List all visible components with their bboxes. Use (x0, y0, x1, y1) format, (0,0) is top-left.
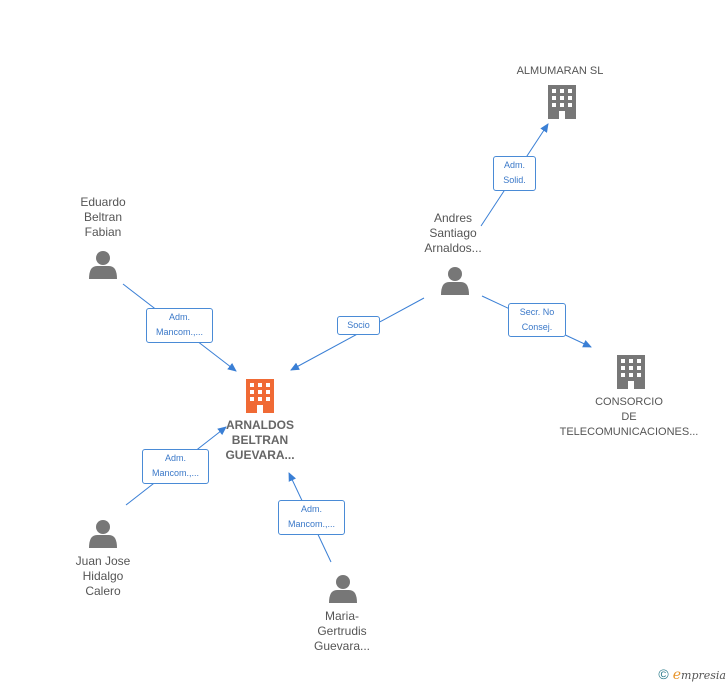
maria-label[interactable]: Maria- Gertrudis Guevara... (313, 609, 371, 653)
brand-name: mpresia (681, 669, 726, 682)
brand-watermark: ©empresia (658, 666, 726, 683)
copyright-symbol: © (658, 666, 669, 682)
edge-label-eduardo-center: Adm. Mancom.,... (146, 308, 213, 343)
building-icon[interactable] (548, 85, 576, 119)
edge-label-maria-center: Adm. Mancom.,... (278, 500, 345, 535)
person-icon[interactable] (89, 251, 117, 279)
andres-label[interactable]: Andres Santiago Arnaldos... (424, 211, 482, 255)
edge-label-andres-consorcio: Secr. No Consej. (508, 303, 566, 337)
brand-initial: e (672, 667, 682, 683)
juan-label[interactable]: Juan Jose Hidalgo Calero (75, 554, 131, 598)
eduardo-label[interactable]: Eduardo Beltran Fabian (80, 195, 126, 239)
edge-label-andres-almumaran: Adm. Solid. (493, 156, 536, 191)
person-icon[interactable] (329, 575, 357, 603)
person-icon[interactable] (441, 267, 469, 295)
almumaran-label[interactable]: ALMUMARAN SL (516, 65, 604, 77)
consorcio-label[interactable]: CONSORCIO DE TELECOMUNICACIONES... (559, 396, 699, 438)
building-icon[interactable] (617, 355, 645, 389)
building-icon[interactable] (246, 379, 274, 413)
center-company-label[interactable]: ARNALDOS BELTRAN GUEVARA... (225, 418, 295, 462)
edge-label-juan-center: Adm. Mancom.,... (142, 449, 209, 484)
person-icon[interactable] (89, 520, 117, 548)
edge-label-andres-center: Socio (337, 316, 380, 335)
